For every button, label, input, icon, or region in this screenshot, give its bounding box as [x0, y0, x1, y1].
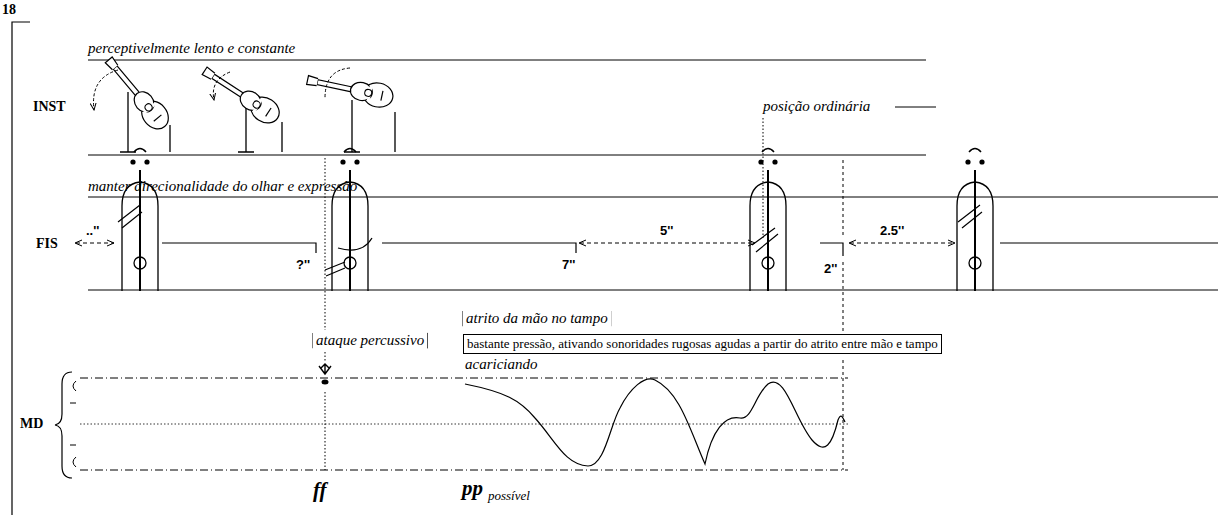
duration-label: 2.5'' — [880, 224, 904, 239]
duration-label: 7'' — [562, 258, 575, 273]
staff-name: FIS — [36, 236, 58, 252]
instruction-box: bastante pressão, ativando sonoridades r… — [463, 334, 942, 354]
position-note: posição ordinária — [763, 98, 870, 115]
dynamic-mark: ff — [313, 478, 327, 502]
duration-label: 2'' — [824, 262, 837, 277]
technique-label: atrito da mão no tampo — [463, 310, 611, 327]
duration-label: ?'' — [296, 258, 310, 273]
staff-name: MD — [20, 416, 43, 432]
staff-name: INST — [33, 99, 66, 115]
page-number: 18 — [2, 2, 16, 18]
bracket — [313, 333, 427, 348]
instruction-text: bastante pressão, ativando sonoridades r… — [467, 336, 938, 352]
dynamic-mark: pp — [462, 476, 483, 500]
technique-note: acariciando — [465, 356, 538, 373]
duration-label: ..'' — [86, 224, 99, 239]
dynamic-qualifier: possível — [488, 489, 530, 504]
technique-label: ataque percussivo — [313, 332, 427, 349]
bracket — [463, 311, 611, 326]
duration-label: 5'' — [660, 224, 673, 239]
performance-note: perceptivelmente lento e constante — [88, 40, 295, 57]
performance-note: manter direcionalidade do olhar e expres… — [88, 178, 357, 195]
